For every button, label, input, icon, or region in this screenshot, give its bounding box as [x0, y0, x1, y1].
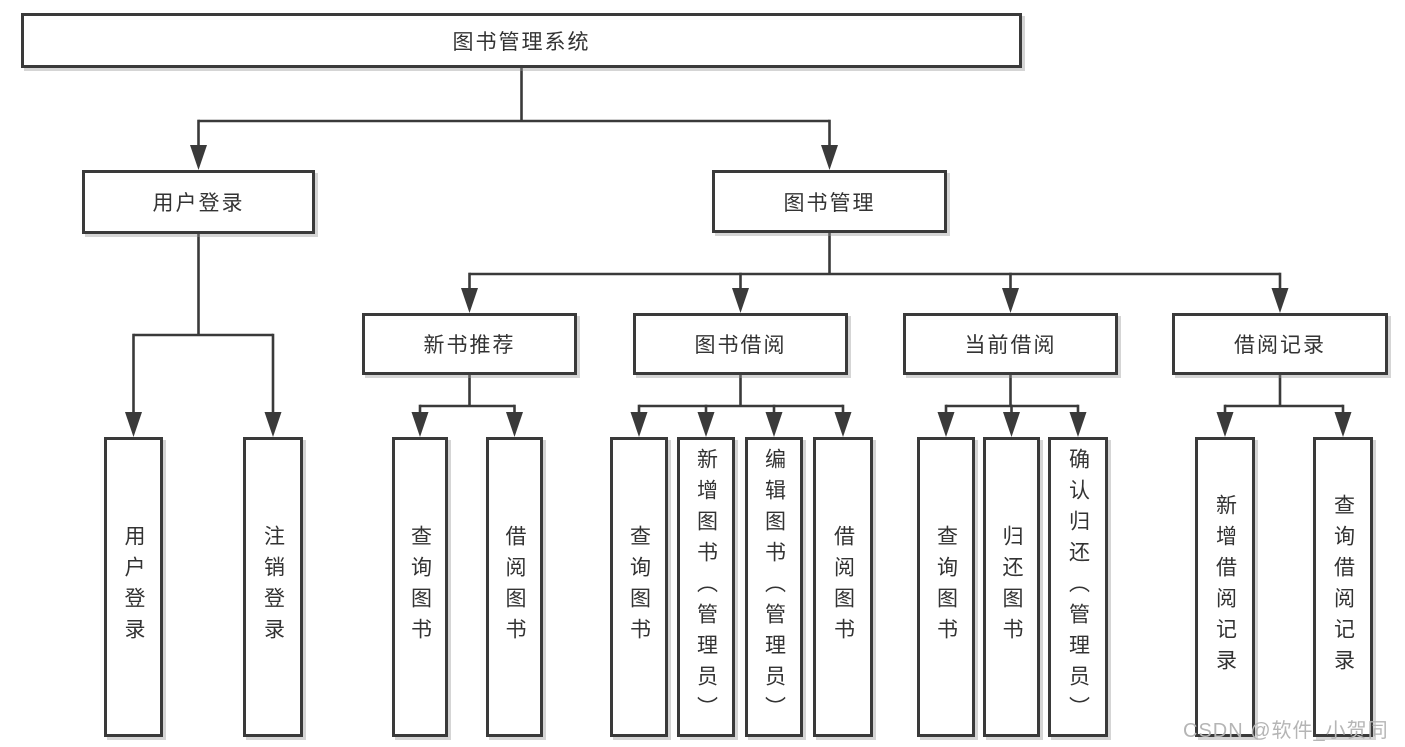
node-login-user: 用户登录 [104, 437, 163, 737]
node-borrow: 图书借阅 [633, 313, 848, 375]
node-records: 借阅记录 [1172, 313, 1388, 375]
node-rec-query: 查询借阅记录 [1313, 437, 1373, 737]
node-login: 用户登录 [82, 170, 315, 234]
node-bw-query: 查询图书 [610, 437, 668, 737]
node-nb-query: 查询图书 [392, 437, 448, 737]
node-newbook: 新书推荐 [362, 313, 577, 375]
node-current: 当前借阅 [903, 313, 1118, 375]
node-bw-add: 新增图书（管理员） [677, 437, 735, 737]
node-bw-borrow: 借阅图书 [813, 437, 873, 737]
node-bw-edit: 编辑图书（管理员） [745, 437, 803, 737]
watermark: CSDN @软件_小贺同学 [1183, 720, 1389, 742]
node-cur-return: 归还图书 [983, 437, 1040, 737]
node-cur-query: 查询图书 [917, 437, 975, 737]
node-root: 图书管理系统 [21, 13, 1022, 68]
node-rec-add: 新增借阅记录 [1195, 437, 1255, 737]
node-mgmt: 图书管理 [712, 170, 947, 233]
node-nb-borrow: 借阅图书 [486, 437, 543, 737]
node-login-logout: 注销登录 [243, 437, 303, 737]
node-cur-confirm: 确认归还（管理员） [1048, 437, 1108, 737]
